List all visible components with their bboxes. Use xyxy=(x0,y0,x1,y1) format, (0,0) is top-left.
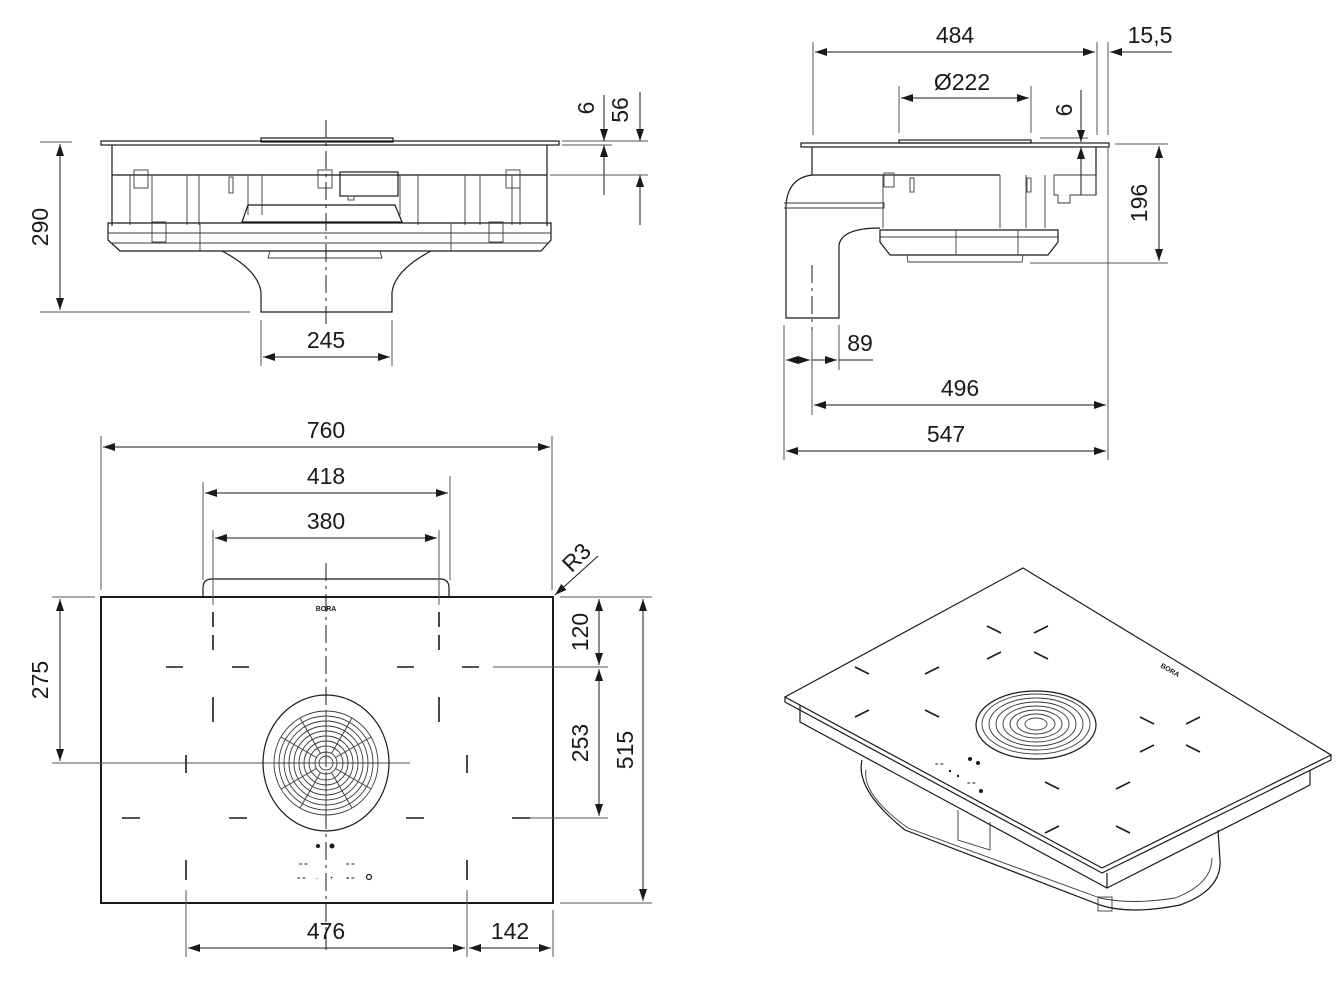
iso-fan-grille-icon xyxy=(975,690,1097,760)
dim-245: 245 xyxy=(307,327,345,353)
grille-spoke xyxy=(299,717,321,754)
grille-spoke xyxy=(335,768,372,790)
cooking-zone-markers xyxy=(122,612,530,880)
dim-diameter-222: Ø222 xyxy=(934,69,990,95)
dim-142: 142 xyxy=(491,918,529,944)
side-section-view: 484 15,5 Ø222 6 196 89 496 xyxy=(783,22,1173,460)
dim-196: 196 xyxy=(1126,184,1152,222)
svg-text:= =: = = xyxy=(967,781,976,787)
iso-extractor-body xyxy=(860,759,1221,911)
svg-text:= =: = = xyxy=(346,862,355,868)
dim-275: 275 xyxy=(27,661,53,699)
front-section-view: 290 245 6 56 xyxy=(27,92,648,366)
dim-760: 760 xyxy=(307,417,345,443)
svg-text:= =: = = xyxy=(346,876,355,882)
dim-6-front: 6 xyxy=(573,102,599,115)
cooktop-outline xyxy=(100,596,554,904)
side-glass-top xyxy=(800,142,1110,148)
iso-touch-controls: = = = = xyxy=(935,757,983,793)
dim-496: 496 xyxy=(941,375,979,401)
iso-glass-top xyxy=(783,567,1333,869)
grille-spoke xyxy=(299,772,321,809)
svg-text:= =: = = xyxy=(935,762,944,768)
dim-476: 476 xyxy=(307,918,345,944)
grille-spoke xyxy=(331,717,353,754)
dim-515: 515 xyxy=(612,731,638,769)
top-view: BORA xyxy=(27,417,652,957)
glass-top xyxy=(100,140,560,146)
side-lower-tray xyxy=(879,229,1059,256)
dim-484: 484 xyxy=(936,22,975,48)
grille-spoke xyxy=(280,736,317,758)
dim-r3: R3 xyxy=(557,538,596,577)
svg-text:= =: = = xyxy=(297,876,306,882)
dim-253: 253 xyxy=(567,724,593,762)
dim-120: 120 xyxy=(567,613,593,651)
dim-290: 290 xyxy=(27,208,53,246)
iso-zone-markers xyxy=(854,625,1201,834)
dim-56: 56 xyxy=(607,97,633,123)
grille-spoke xyxy=(331,772,353,809)
dim-89: 89 xyxy=(847,330,873,356)
frame xyxy=(111,145,548,176)
fan-grille-icon xyxy=(262,694,390,832)
svg-text:= =: = = xyxy=(299,862,308,868)
grille-spoke xyxy=(280,768,317,790)
touch-control-icons: = = = = = = - + = = xyxy=(297,843,373,882)
dim-547: 547 xyxy=(927,421,965,447)
svg-text:-: - xyxy=(316,876,318,882)
dim-380: 380 xyxy=(307,508,345,534)
dim-6-side: 6 xyxy=(1051,104,1077,117)
dim-15-5: 15,5 xyxy=(1128,22,1173,48)
motor-box xyxy=(339,171,399,197)
elbow-duct xyxy=(785,174,881,319)
dim-418: 418 xyxy=(307,463,345,489)
iso-brand-logo: BORA xyxy=(1159,663,1180,679)
grille-spoke xyxy=(335,736,372,758)
svg-text:+: + xyxy=(330,876,334,882)
isometric-view: BORA = = = = xyxy=(783,567,1333,912)
lower-tray xyxy=(107,222,552,252)
